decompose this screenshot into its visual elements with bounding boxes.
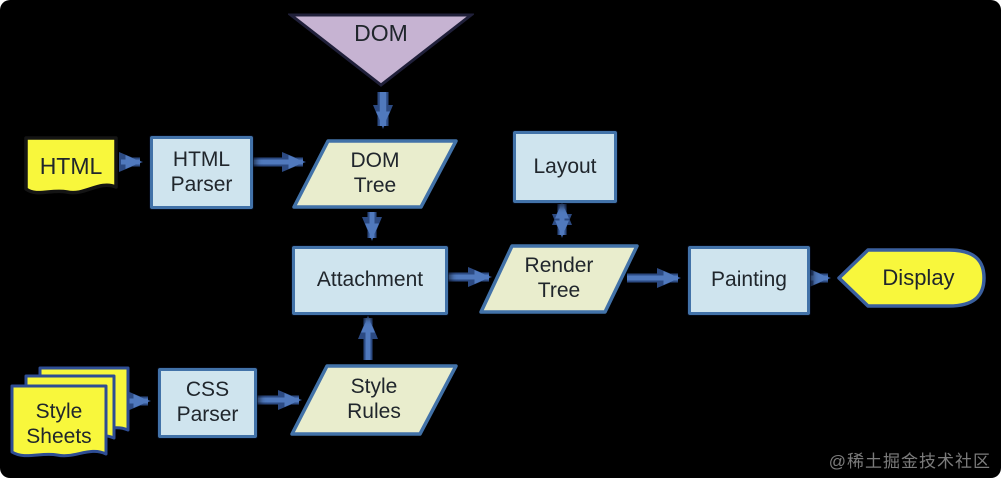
node-html: HTML <box>24 136 118 206</box>
node-label-css-parser: CSS Parser <box>176 378 239 426</box>
node-label-style-sheets: Style Sheets <box>26 400 92 448</box>
parallelogram-shape <box>292 139 458 209</box>
node-display: Display <box>836 246 987 310</box>
node-label-html: HTML <box>39 153 103 180</box>
node-label-layout: Layout <box>533 154 597 178</box>
node-label-html-parser: HTML Parser <box>170 147 233 196</box>
watermark: @稀土掘金技术社区 <box>828 452 991 471</box>
node-label-dom: DOM <box>354 20 408 46</box>
node-label-display: Display <box>882 265 955 291</box>
document-shape <box>24 136 118 195</box>
node-painting: Painting <box>688 246 810 315</box>
node-label-dom-tree: DOM Tree <box>350 149 400 197</box>
node-label-render-tree: Render Tree <box>524 254 594 302</box>
node-label-attachment: Attachment <box>316 268 424 292</box>
node-dom-tree: DOM Tree <box>292 139 458 209</box>
node-label-painting: Painting <box>711 268 787 292</box>
node-css-parser: CSS Parser <box>158 368 257 438</box>
node-label-style-rules: Style Rules <box>347 375 401 423</box>
node-style-rules: Style Rules <box>290 364 458 436</box>
node-layout: Layout <box>513 131 617 203</box>
node-dom: DOM <box>288 13 474 87</box>
parallelogram-shape <box>290 364 458 436</box>
display-shape <box>837 248 986 308</box>
inverted-triangle-shape <box>288 13 474 87</box>
multi-document-shape <box>10 366 130 458</box>
node-html-parser: HTML Parser <box>150 136 253 209</box>
node-style-sheets: Style Sheets <box>10 366 134 466</box>
parallelogram-shape <box>479 244 639 314</box>
node-render-tree: Render Tree <box>479 244 639 314</box>
node-attachment: Attachment <box>292 246 448 315</box>
